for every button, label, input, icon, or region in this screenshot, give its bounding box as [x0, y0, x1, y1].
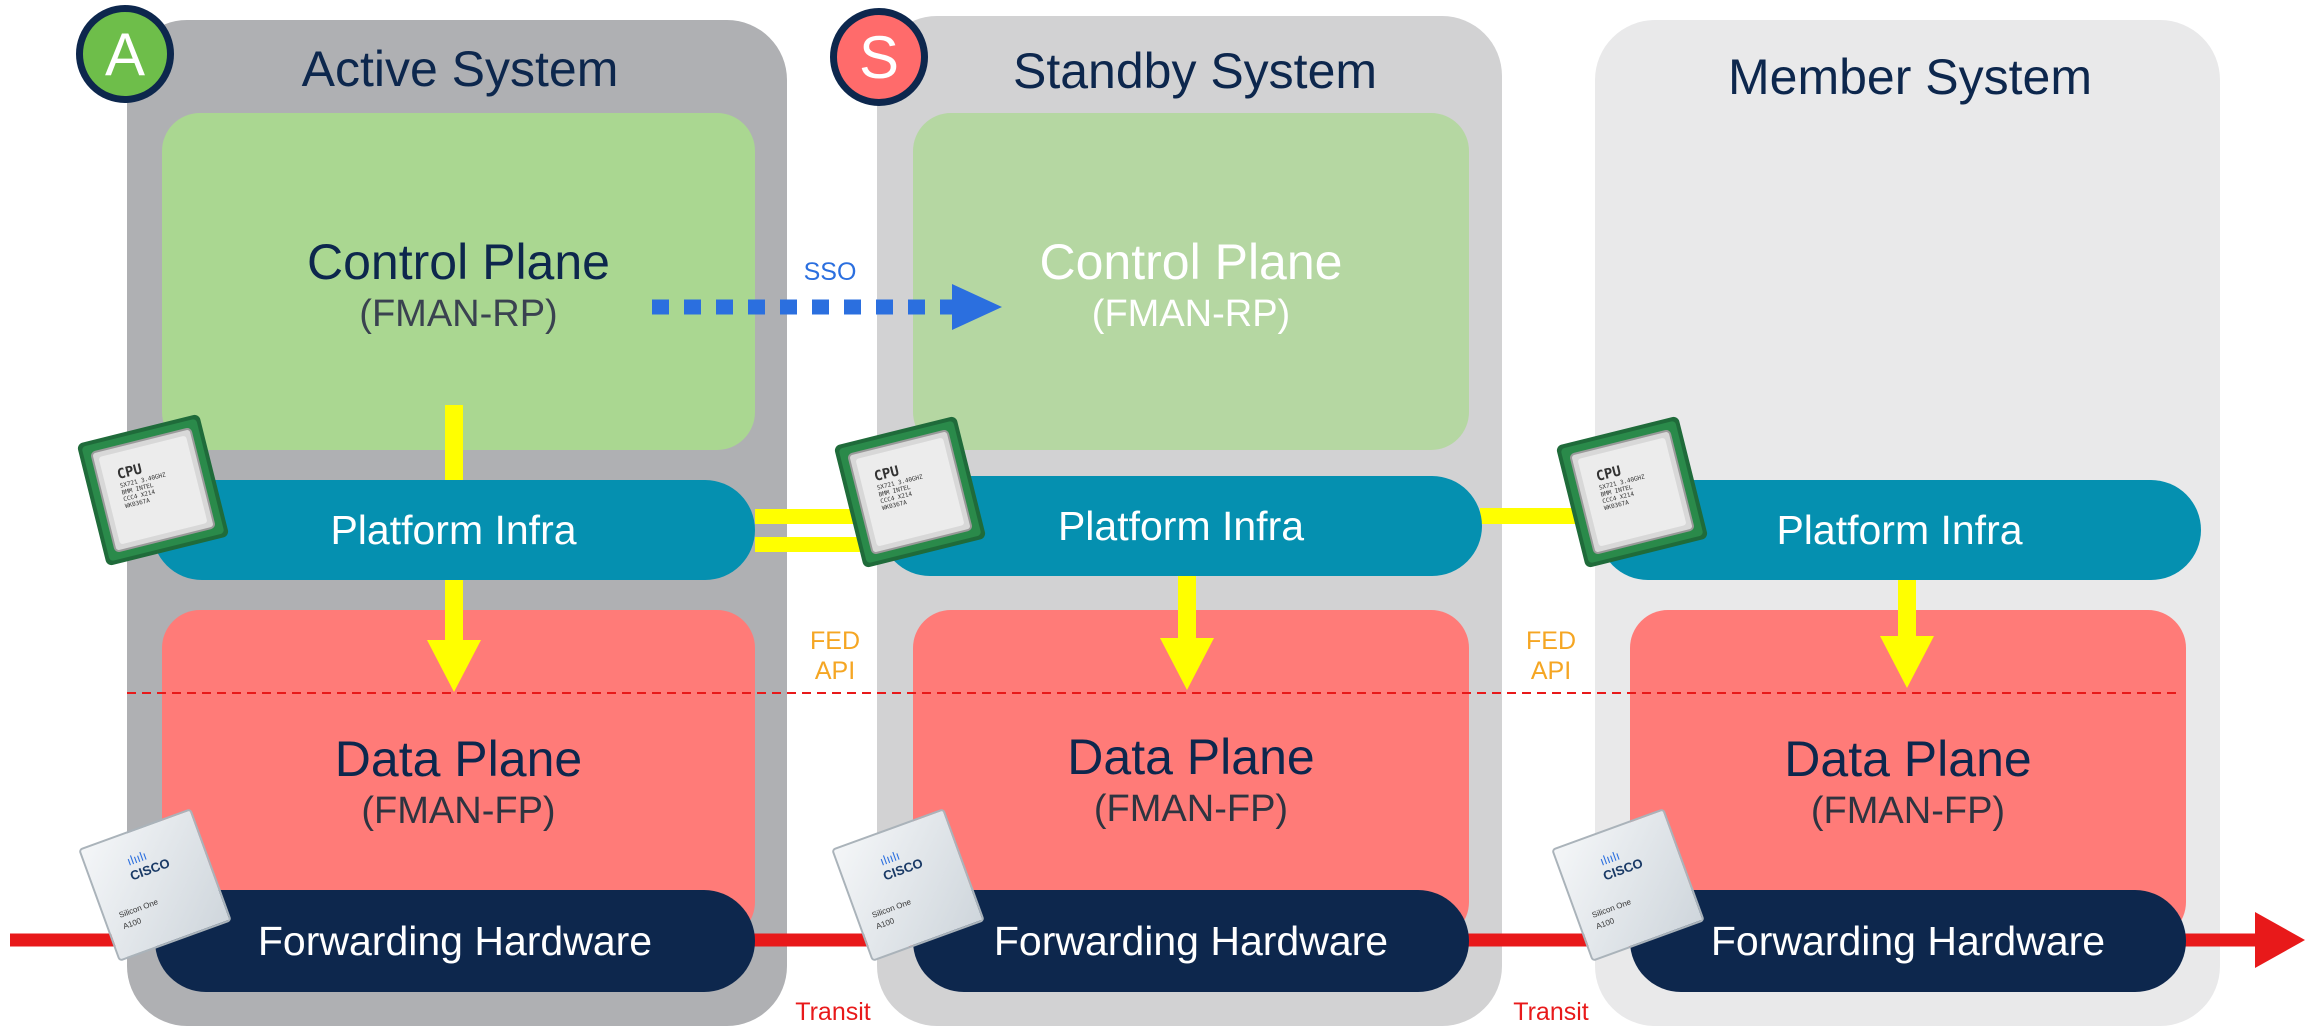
data-plane-sublabel: (FMAN-FP) — [361, 790, 556, 832]
yellow-link-standby-member — [1480, 508, 1600, 524]
cpu-chip-icon: CPU SX721 3.40GHZ BMM INTEL CCC4 X214 WK… — [74, 411, 232, 569]
platform-infra-label: Platform Infra — [1776, 506, 2023, 553]
yellow-arrowhead-member — [1880, 636, 1934, 688]
cpu-chip-icon: CPU SX721 3.40GHZ BMM INTEL CCC4 X214 WK… — [1553, 413, 1711, 571]
member-system-title: Member System — [1728, 49, 2092, 105]
forwarding-hardware-label: Forwarding Hardware — [257, 917, 653, 964]
sso-arrowhead — [952, 284, 1002, 330]
sso-label: SSO — [803, 258, 857, 286]
member-forwarding-hardware: Forwarding Hardware — [1630, 890, 2186, 992]
yellow-arrowhead-active — [427, 640, 481, 692]
control-plane-label: Control Plane — [307, 234, 610, 290]
transit-arrowhead — [2255, 912, 2305, 968]
platform-infra-label: Platform Infra — [1057, 502, 1305, 549]
active-platform-infra: Platform Infra — [152, 480, 755, 580]
transit-label-1: Transit — [795, 998, 871, 1026]
control-plane-sublabel: (FMAN-RP) — [1091, 293, 1291, 335]
data-plane-sublabel: (FMAN-FP) — [1810, 790, 2006, 832]
active-forwarding-hardware: Forwarding Hardware — [155, 890, 755, 992]
active-control-plane: Control Plane (FMAN-RP) — [162, 113, 755, 450]
yellow-link-pi-dp-member — [1898, 575, 1916, 640]
data-plane-sublabel: (FMAN-FP) — [1093, 788, 1289, 830]
standby-forwarding-hardware: Forwarding Hardware — [913, 890, 1469, 992]
forwarding-hardware-label: Forwarding Hardware — [1710, 917, 2106, 964]
cpu-chip-icon: CPU SX721 3.40GHZ BMM INTEL CCC4 X214 WK… — [831, 413, 989, 571]
standby-badge: S — [830, 8, 928, 106]
active-badge: A — [76, 5, 174, 103]
forwarding-hardware-label: Forwarding Hardware — [993, 917, 1389, 964]
yellow-link-active-standby-lower — [755, 537, 890, 552]
data-plane-label: Data Plane — [334, 731, 583, 787]
yellow-link-pi-dp-standby — [1178, 573, 1196, 643]
yellow-link-pi-dp-active — [445, 575, 463, 645]
yellow-arrowhead-standby — [1160, 638, 1214, 690]
yellow-link-cp-pi — [445, 405, 463, 487]
control-plane-label: Control Plane — [1039, 234, 1343, 290]
control-plane-sublabel: (FMAN-RP) — [359, 293, 558, 335]
standby-control-plane: Control Plane (FMAN-RP) — [913, 113, 1469, 450]
data-plane-label: Data Plane — [1067, 729, 1315, 785]
platform-infra-label: Platform Infra — [330, 506, 577, 553]
data-plane-label: Data Plane — [1784, 731, 2032, 787]
transit-label-2: Transit — [1513, 998, 1589, 1026]
active-system-title: Active System — [301, 41, 619, 97]
standby-system-title: Standby System — [1012, 43, 1378, 99]
